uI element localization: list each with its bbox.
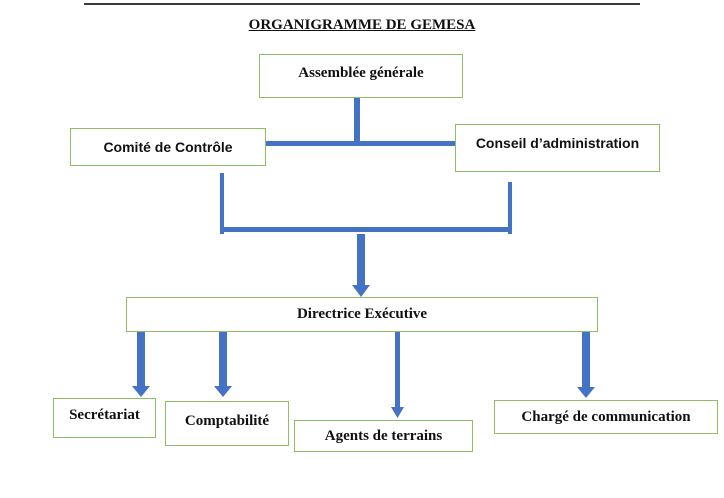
node-comite: Comité de Contrôle: [70, 128, 266, 166]
node-directrice: Directrice Exécutive: [126, 297, 598, 332]
arrow-agents-head: [391, 407, 404, 418]
chart-title: ORGANIGRAMME DE GEMESA: [248, 17, 476, 33]
node-secretariat: Secrétariat: [53, 398, 156, 438]
connector-comite-down: [220, 173, 224, 234]
node-label: Comité de Contrôle: [103, 139, 233, 155]
node-label: Agents de terrains: [324, 427, 443, 444]
connector-conseil-down: [508, 182, 512, 234]
arrow-agents-shaft: [395, 328, 400, 408]
node-label: Secrétariat: [69, 407, 140, 423]
node-charge: Chargé de communication: [494, 400, 718, 434]
arrow-comptabilite-shaft: [219, 331, 227, 387]
arrow-comptabilite-head: [214, 386, 232, 397]
arrow-secretariat-shaft: [137, 331, 145, 387]
node-label: Comptabilité: [184, 413, 270, 429]
node-label: Chargé de communication: [521, 408, 691, 425]
connector-bracket: [222, 227, 512, 232]
node-label: Directrice Exécutive: [296, 306, 428, 322]
arrow-directrice-shaft: [357, 234, 365, 286]
node-comptabilite: Comptabilité: [165, 401, 289, 446]
arrow-charge-head: [577, 387, 595, 398]
node-assemblee: Assemblée générale: [259, 54, 463, 98]
top-rule: [84, 3, 640, 5]
arrow-secretariat-head: [132, 386, 150, 397]
connector-assemblee: [354, 96, 360, 143]
arrow-charge-shaft: [582, 331, 590, 388]
node-conseil: Conseil d’administration: [455, 124, 660, 172]
connector-comite-conseil: [265, 141, 455, 146]
arrow-directrice-head: [352, 285, 370, 297]
node-label: Assemblée générale: [298, 65, 424, 81]
node-agents: Agents de terrains: [294, 420, 473, 452]
node-label: Conseil d’administration: [475, 135, 640, 151]
